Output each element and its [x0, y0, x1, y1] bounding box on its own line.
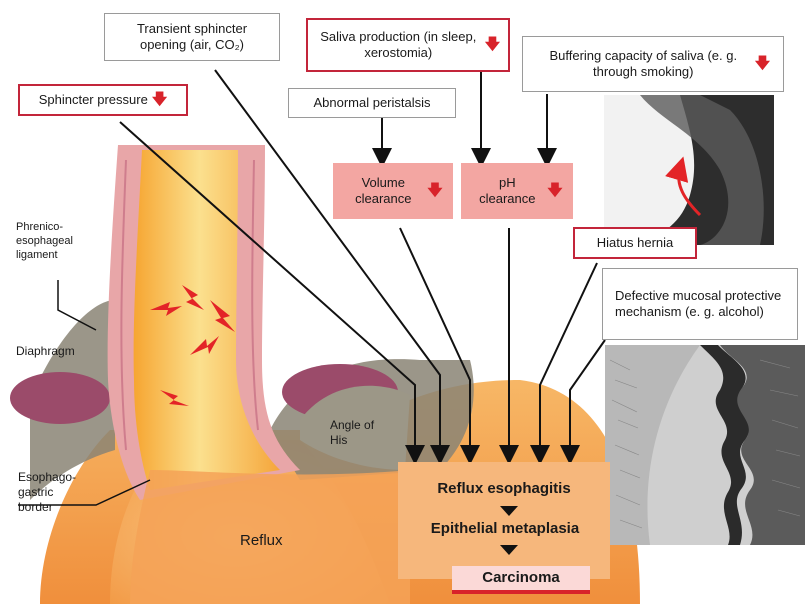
transient-sphincter-label: Transient sphincter opening (air, CO₂): [117, 21, 267, 53]
buffering-capacity-label: Buffering capacity of saliva (e. g. thro…: [536, 48, 751, 80]
diaphragm-label: Diaphragm: [16, 344, 75, 359]
decrease-arrow-icon: 🡇: [427, 183, 442, 199]
ph-clearance-box: pH clearance 🡇: [461, 163, 573, 219]
decrease-arrow-icon: 🡇: [152, 92, 167, 108]
xray-image: [604, 95, 774, 245]
sphincter-pressure-label: Sphincter pressure: [39, 92, 148, 108]
angle-of-his-label: Angle of His: [330, 418, 382, 448]
reflux-label: Reflux: [240, 533, 283, 548]
reflux-esophagitis-label: Reflux esophagitis: [414, 481, 594, 496]
buffering-capacity-box: Buffering capacity of saliva (e. g. thro…: [522, 36, 784, 92]
saliva-production-label: Saliva production (in sleep, xerostomia): [316, 29, 481, 61]
sphincter-pressure-box: Sphincter pressure 🡇: [18, 84, 188, 116]
carcinoma-box: Carcinoma: [452, 566, 590, 590]
hiatus-hernia-label: Hiatus hernia: [597, 235, 674, 251]
phrenico-label: Phrenico-esophageal ligament: [16, 220, 96, 262]
defective-mucosal-label: Defective mucosal protective mechanism (…: [615, 288, 785, 320]
defective-mucosal-box: Defective mucosal protective mechanism (…: [602, 268, 798, 340]
abnormal-peristalsis-label: Abnormal peristalsis: [313, 95, 430, 111]
hiatus-hernia-box: Hiatus hernia: [573, 227, 697, 259]
volume-clearance-box: Volume clearance 🡇: [333, 163, 453, 219]
decrease-arrow-icon: 🡇: [547, 183, 562, 199]
decrease-arrow-icon: 🡇: [755, 56, 770, 72]
ph-clearance-label: pH clearance: [471, 175, 543, 207]
transient-sphincter-box: Transient sphincter opening (air, CO₂): [104, 13, 280, 61]
abnormal-peristalsis-box: Abnormal peristalsis: [288, 88, 456, 118]
volume-clearance-label: Volume clearance: [343, 175, 423, 207]
epithelial-metaplasia-label: Epithelial metaplasia: [408, 521, 602, 536]
decrease-arrow-icon: 🡇: [485, 37, 500, 53]
carcinoma-label: Carcinoma: [482, 570, 560, 586]
left-diaphragm: [10, 372, 110, 424]
saliva-production-box: Saliva production (in sleep, xerostomia)…: [306, 18, 510, 72]
histology-image: [605, 345, 805, 545]
esophago-gastric-label: Esophago-gastric border: [18, 470, 86, 515]
